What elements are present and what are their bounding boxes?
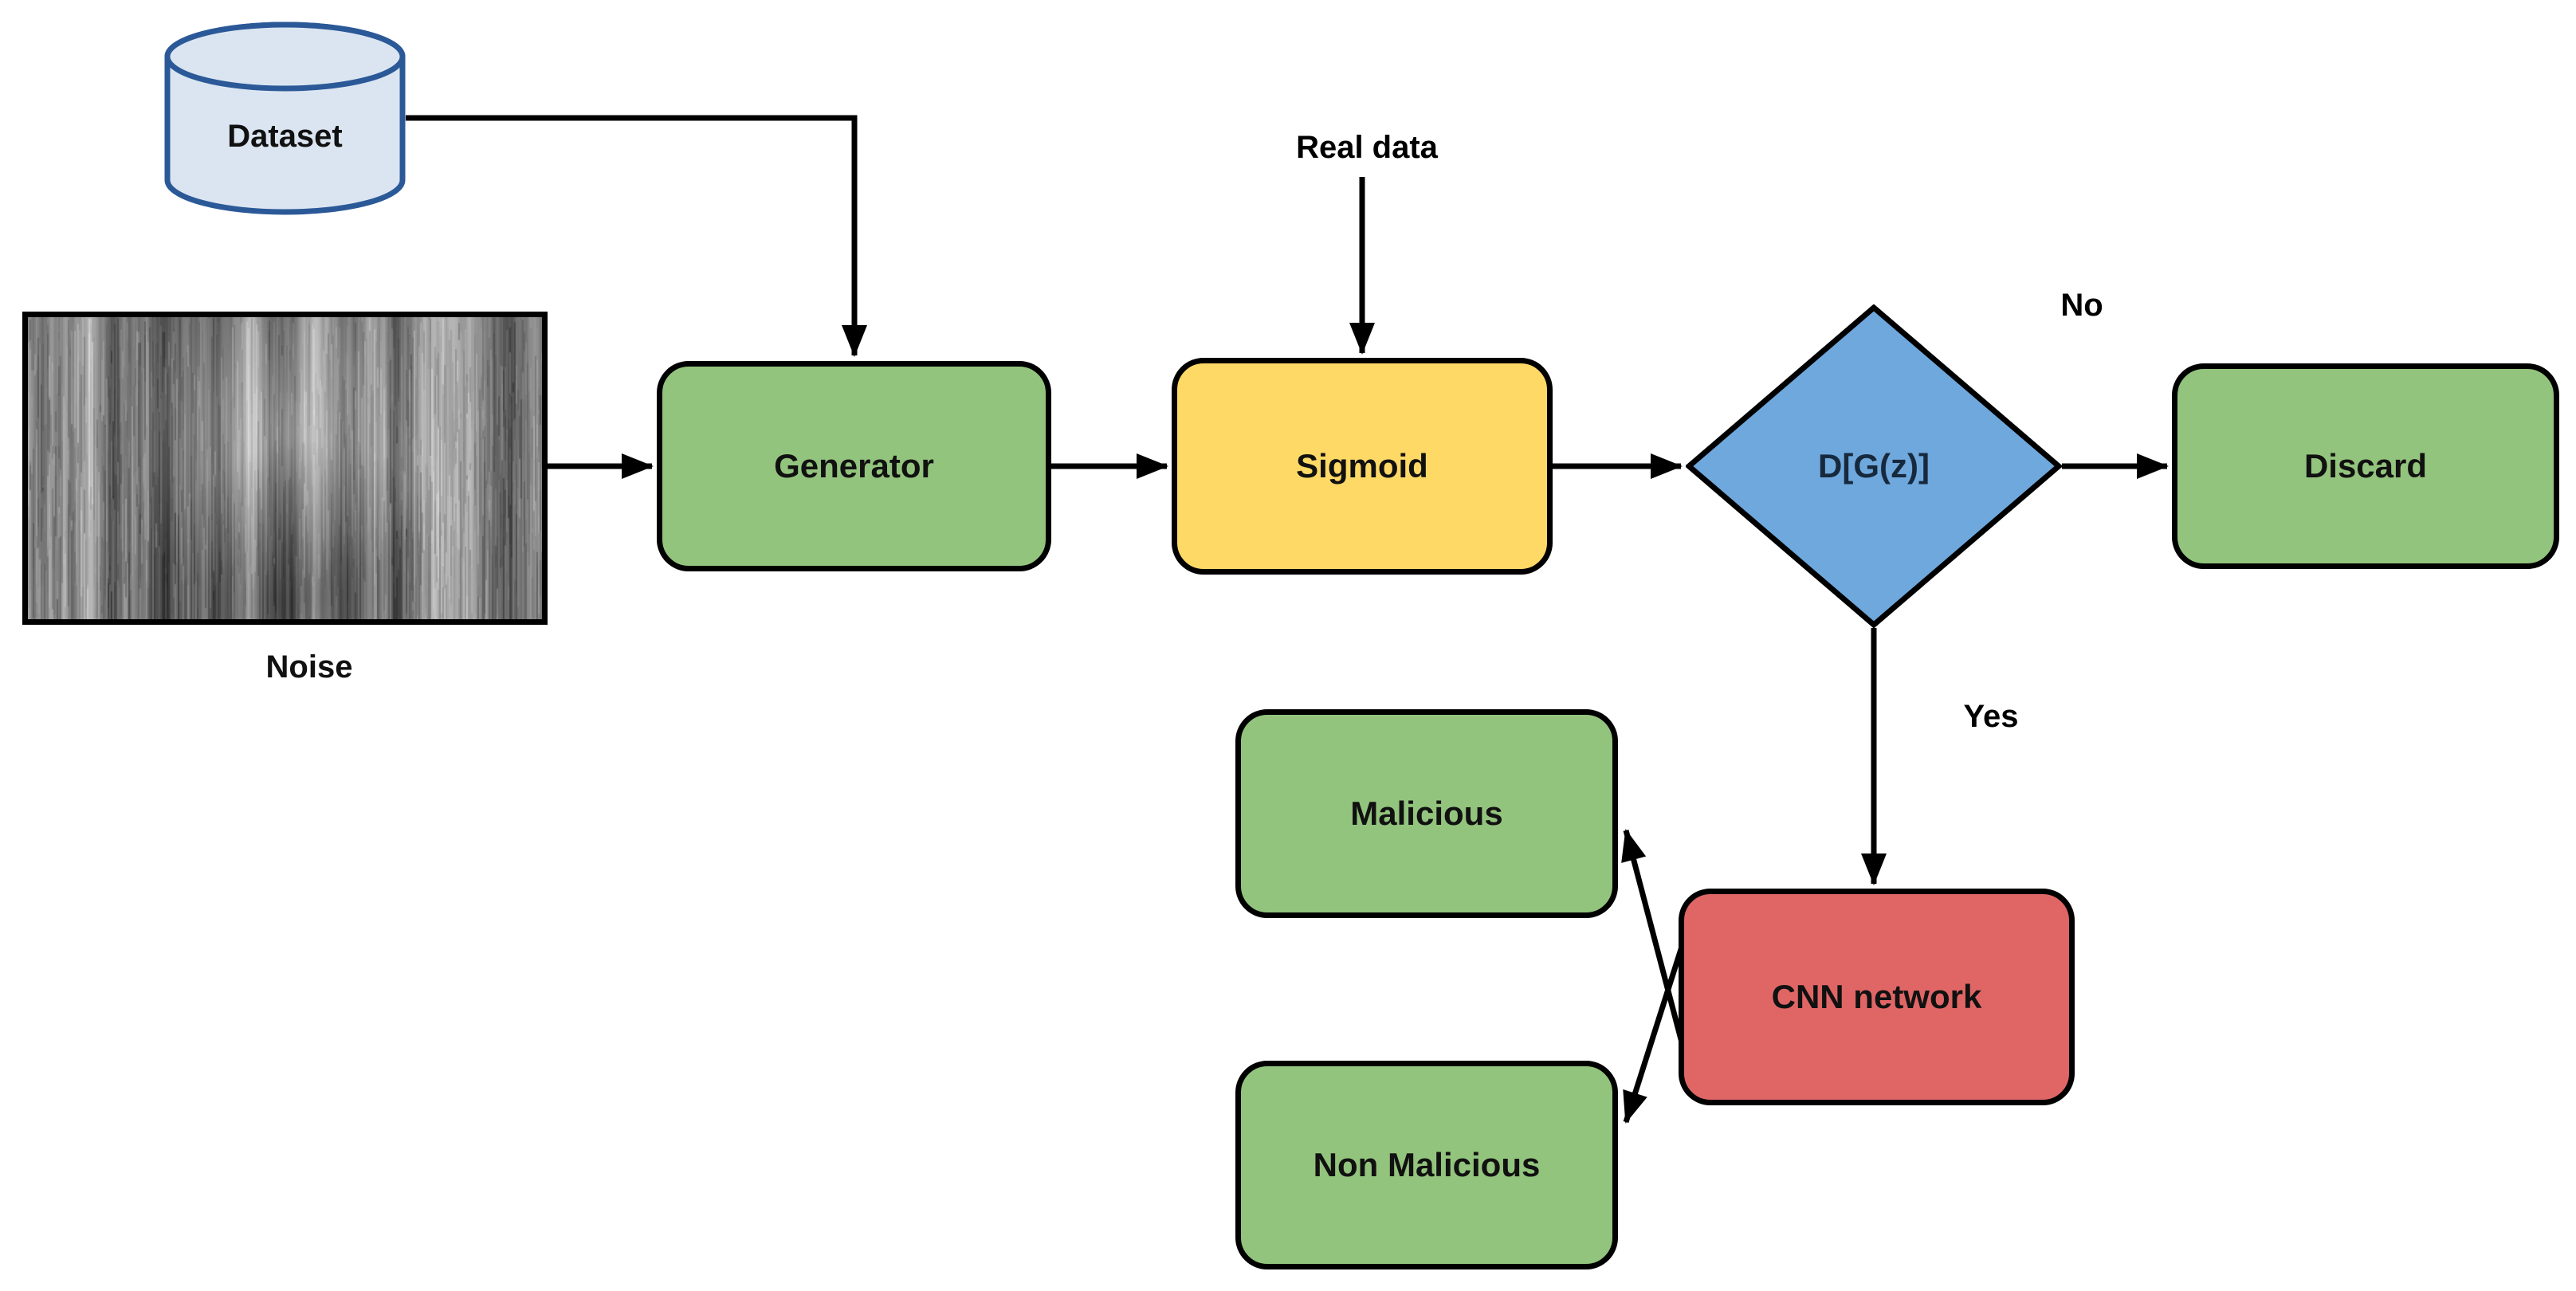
decision-diamond-shape xyxy=(1686,304,2062,628)
edge-label-yes: Yes xyxy=(1911,695,2071,738)
noise-texture xyxy=(28,317,542,619)
node-malicious: Malicious xyxy=(1235,709,1618,918)
node-generator: Generator xyxy=(657,361,1051,571)
edge-label-no: No xyxy=(2002,284,2162,327)
edge-label-yes-text: Yes xyxy=(1963,698,2019,734)
node-dataset-label: Dataset xyxy=(227,118,343,154)
node-malicious-label: Malicious xyxy=(1350,795,1503,832)
node-generator-label: Generator xyxy=(774,447,934,485)
noise-image xyxy=(22,312,548,625)
node-cnn-network: CNN network xyxy=(1679,889,2075,1105)
node-discard-label: Discard xyxy=(2303,447,2428,485)
edge-label-no-text: No xyxy=(2060,287,2103,323)
node-decision: D[G(z)] xyxy=(1686,304,2062,628)
node-decision-label: D[G(z)] xyxy=(1818,447,1930,485)
edge-cnn-to-malicious xyxy=(1621,829,1685,1043)
node-sigmoid: Sigmoid xyxy=(1172,358,1553,575)
edge-label-real-data-text: Real data xyxy=(1296,129,1438,165)
edge-cnn-to-nonmalicious xyxy=(1623,945,1685,1124)
node-non-malicious-label: Non Malicious xyxy=(1313,1146,1541,1183)
noise-caption-label: Noise xyxy=(265,649,353,685)
database-cylinder-icon xyxy=(164,22,406,215)
node-non-malicious: Non Malicious xyxy=(1235,1061,1618,1269)
node-discard: Discard xyxy=(2172,363,2559,569)
node-sigmoid-label: Sigmoid xyxy=(1296,447,1428,485)
edge-label-real-data: Real data xyxy=(1208,126,1526,169)
noise-caption: Noise xyxy=(150,647,469,687)
node-cnn-network-label: CNN network xyxy=(1771,978,1982,1015)
node-dataset: Dataset xyxy=(164,108,406,164)
